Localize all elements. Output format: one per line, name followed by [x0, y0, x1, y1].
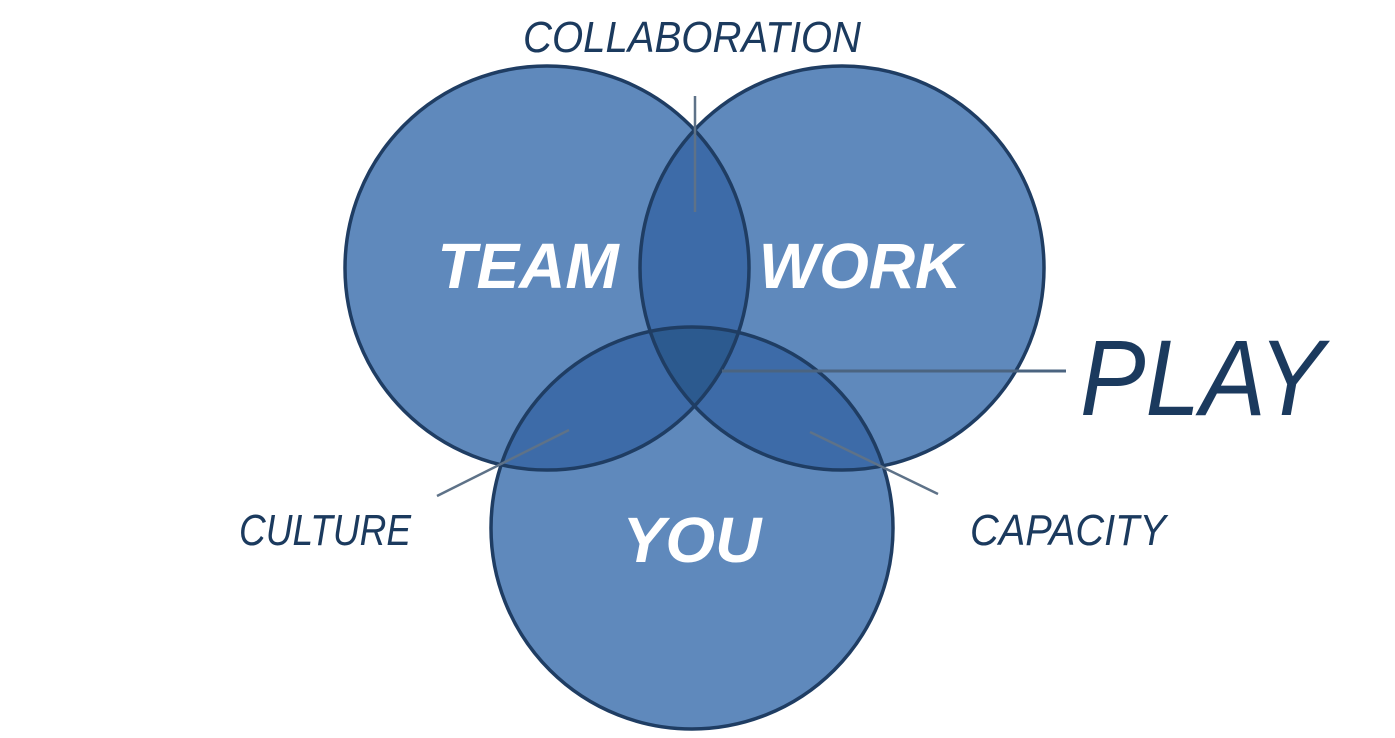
team-you-overlap: [491, 327, 749, 470]
work-circle-outline: [638, 64, 1046, 472]
team-circle-outline: [343, 64, 751, 472]
culture-leader-line: [436, 428, 570, 498]
work-you-overlap: [640, 327, 893, 470]
play-label: PLAY: [1080, 317, 1330, 438]
work-label: WORK: [759, 230, 966, 302]
capacity-leader-line: [809, 430, 939, 496]
you-circle-outline: [489, 325, 895, 731]
team-label: TEAM: [437, 230, 620, 302]
capacity-label: CAPACITY: [970, 506, 1168, 555]
you-label: YOU: [623, 504, 763, 576]
collaboration-label: COLLABORATION: [523, 13, 861, 62]
culture-label: CULTURE: [239, 506, 412, 555]
